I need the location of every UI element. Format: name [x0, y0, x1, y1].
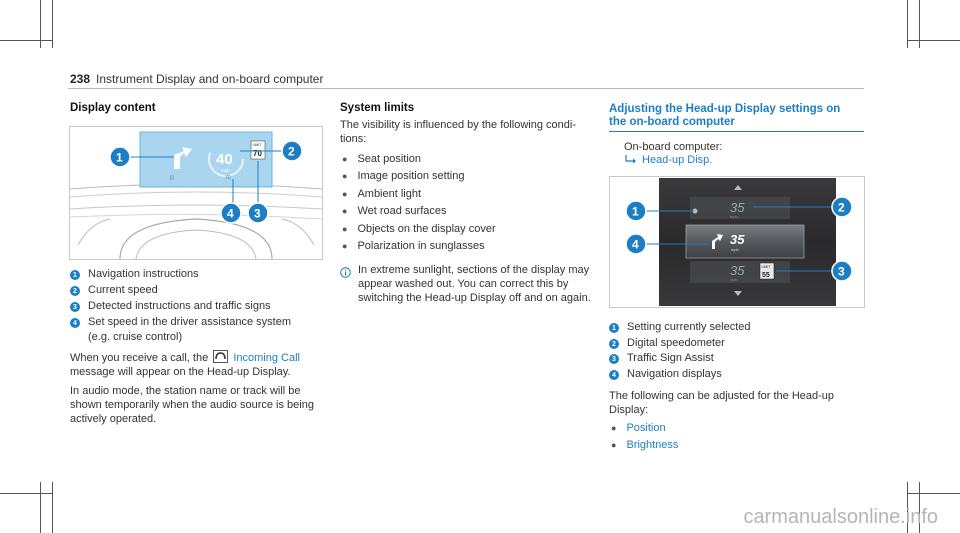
hud-settings-screen-illustration: 35 mph 35 mph 35 mph LIMIT 55 1 2 4 3: [609, 176, 865, 308]
svg-text:mph: mph: [730, 277, 738, 282]
crop-mark: [907, 40, 960, 41]
svg-text:mph: mph: [730, 214, 738, 219]
callout-2: 2: [831, 196, 853, 218]
incoming-call-link[interactable]: Incoming Call: [233, 352, 300, 364]
svg-text:1: 1: [116, 151, 123, 165]
crop-mark: [52, 482, 53, 533]
screen-speed-selected: 35: [730, 232, 745, 247]
crop-mark: [0, 40, 53, 41]
list-item: ●Image position setting: [342, 170, 465, 183]
list-item: ●Polarization in sunglasses: [342, 240, 485, 253]
page-header-title: Instrument Display and on-board computer: [96, 72, 324, 86]
screen-speed-top: 35: [730, 200, 745, 215]
crop-mark: [52, 0, 53, 48]
header-divider: [68, 88, 864, 89]
list-item: ●Wet road surfaces: [342, 205, 447, 218]
display-content-heading: Display content: [70, 102, 156, 114]
svg-text:4: 4: [632, 238, 639, 252]
crop-mark: [919, 0, 920, 48]
crop-mark: [40, 482, 41, 533]
crop-mark: [907, 482, 908, 533]
menu-arrow-icon: [624, 153, 638, 165]
callout-3: 3: [247, 202, 269, 224]
crop-mark: [919, 482, 920, 533]
page-number: 238: [70, 72, 91, 86]
screen-speed-limit-sign-icon: [759, 262, 775, 280]
callout-2: 2: [281, 140, 303, 162]
audio-mode-paragraph: In audio mode, the station name or track…: [70, 385, 314, 426]
crop-mark: [0, 493, 53, 494]
legend-item-4-continued: (e.g. cruise control): [88, 331, 183, 343]
adjustable-intro: The following can be adjusted for the He…: [609, 390, 835, 417]
svg-text:LIMIT: LIMIT: [762, 265, 772, 269]
scroll-down-icon: [734, 291, 742, 296]
adjusting-heading-line1: Adjusting the Head-up Display settings o…: [609, 103, 841, 115]
callout-1: 1: [109, 146, 131, 168]
screen-speed-bottom: 35: [730, 263, 745, 278]
crop-mark: [907, 493, 960, 494]
hud-speed-value: 40: [216, 151, 233, 168]
info-icon: [340, 265, 351, 278]
list-item: ●Ambient light: [342, 187, 422, 200]
svg-text:55: 55: [762, 272, 770, 279]
menu-path-label: On-board computer:: [624, 141, 723, 153]
callout-1: 1: [625, 200, 647, 222]
hud-limit-value: 70: [253, 149, 262, 158]
list-item: ●Seat position: [342, 152, 422, 165]
svg-text:mph: mph: [731, 247, 739, 252]
sunlight-note: In extreme sunlight, sections of the dis…: [358, 264, 591, 305]
option-brightness[interactable]: ●Brightness: [611, 439, 679, 452]
hud-set-speed: 70: [225, 175, 231, 181]
selected-navigation-arrow-icon: [712, 234, 723, 249]
system-limits-intro: The visibility is influenced by the foll…: [340, 119, 577, 146]
option-position[interactable]: ●Position: [611, 421, 666, 434]
hud-speed-unit: mph: [221, 168, 230, 173]
svg-text:2: 2: [838, 201, 845, 215]
adjustable-options-list: ●Position ●Brightness: [609, 419, 678, 454]
svg-text:2: 2: [288, 145, 295, 159]
navigation-arrow-icon: [174, 147, 192, 169]
svg-text:4: 4: [227, 207, 234, 221]
phone-icon: [213, 350, 229, 363]
hud-limit-label: LIMIT: [253, 143, 263, 147]
heading-underline: [609, 131, 864, 132]
svg-text:|||: |||: [170, 175, 174, 181]
hud-illustration: 40 mph 70 LIMIT 70 ||| 1 2 4 3: [69, 126, 323, 260]
head-up-disp-menu-item[interactable]: Head-up Disp.: [642, 154, 713, 166]
adjusting-heading-line2: the on-board computer: [609, 116, 735, 128]
system-limits-list: ●Seat position ●Image position setting ●…: [340, 150, 496, 255]
crop-mark: [40, 0, 41, 48]
crop-mark: [907, 0, 908, 48]
hud-settings-screen-svg: 35 mph 35 mph 35 mph LIMIT 55 1 2 4 3: [625, 178, 853, 306]
speed-limit-sign-icon: [250, 140, 266, 160]
svg-text:1: 1: [632, 205, 639, 219]
svg-text:3: 3: [838, 265, 845, 279]
svg-text:3: 3: [254, 207, 261, 221]
watermark: carmanualsonline.info: [743, 506, 938, 528]
hud-illustration-svg: 40 mph 70 LIMIT 70 ||| 1 2 4 3: [70, 131, 322, 259]
callout-3: 3: [831, 260, 853, 282]
system-limits-heading: System limits: [340, 102, 415, 114]
callout-4: 4: [625, 233, 647, 255]
incoming-call-paragraph: When you receive a call, the Incoming Ca…: [70, 350, 300, 379]
scroll-up-icon: [734, 185, 742, 190]
list-item: ●Objects on the display cover: [342, 222, 496, 235]
callout-4: 4: [220, 202, 242, 224]
